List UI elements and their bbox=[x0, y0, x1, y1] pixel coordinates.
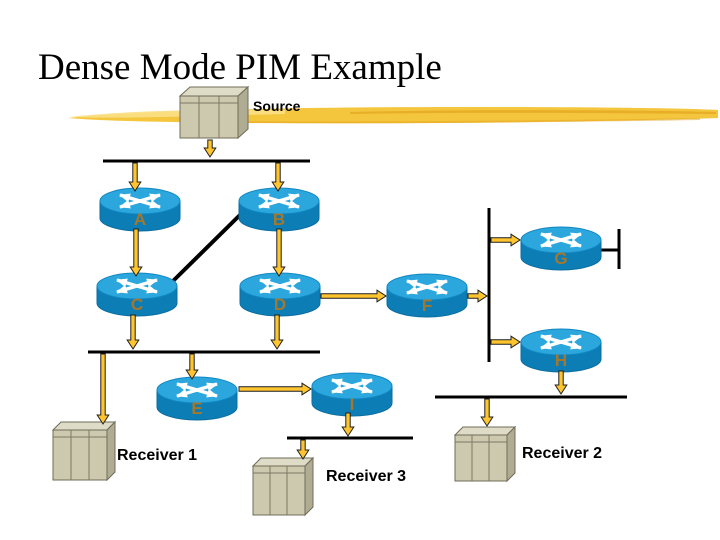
arrow-c-to-lan bbox=[126, 314, 140, 350]
router-b: B bbox=[239, 188, 319, 231]
arrow-lan-to-receiver3 bbox=[296, 439, 310, 460]
receiver-3-host bbox=[251, 456, 315, 517]
arrow-h-to-lan bbox=[554, 370, 568, 395]
arrow-a-to-c bbox=[129, 228, 143, 277]
router-g-label: G bbox=[554, 249, 567, 268]
router-i: I bbox=[312, 373, 392, 416]
arrow-e-to-i bbox=[238, 382, 312, 396]
receiver-2-host bbox=[453, 425, 517, 483]
arrow-i-to-lan bbox=[341, 412, 355, 437]
source-host bbox=[178, 85, 250, 140]
arrow-d-to-f bbox=[320, 289, 387, 303]
arrow-lan-to-e bbox=[185, 353, 199, 380]
router-e-label: E bbox=[191, 399, 202, 418]
router-b-label: B bbox=[273, 210, 285, 229]
link-b-to-c bbox=[170, 208, 247, 284]
receiver-3-label: Receiver 3 bbox=[326, 468, 406, 485]
slide-title: Dense Mode PIM Example bbox=[38, 47, 442, 88]
network-segments bbox=[88, 159, 627, 440]
arrow-lan-to-a bbox=[128, 162, 142, 192]
arrow-d-to-lan bbox=[270, 314, 284, 350]
router-d: D bbox=[240, 273, 320, 316]
router-e: E bbox=[157, 377, 237, 420]
router-g: G bbox=[521, 227, 601, 270]
arrow-lan-to-h bbox=[490, 335, 521, 349]
receiver-1-host bbox=[51, 420, 117, 482]
router-c-label: C bbox=[131, 295, 143, 314]
router-f: F bbox=[387, 274, 467, 317]
arrow-lan-to-b bbox=[271, 162, 285, 192]
flow-arrows bbox=[96, 139, 568, 460]
arrow-source-to-lan bbox=[203, 139, 217, 158]
arrow-lan-to-receiver2 bbox=[480, 398, 494, 427]
receiver-1-label: Receiver 1 bbox=[117, 447, 197, 464]
source-label: Source bbox=[253, 98, 301, 114]
arrow-lan-to-g bbox=[490, 233, 521, 247]
router-a-label: A bbox=[134, 210, 146, 229]
router-i-label: I bbox=[350, 395, 355, 414]
receiver-2-label: Receiver 2 bbox=[522, 445, 602, 462]
router-d-label: D bbox=[274, 295, 286, 314]
arrow-f-to-lan bbox=[467, 289, 488, 303]
router-c: C bbox=[97, 273, 177, 316]
router-h: H bbox=[521, 329, 601, 372]
router-a: A bbox=[100, 188, 180, 231]
router-f-label: F bbox=[422, 296, 432, 315]
arrow-lan-to-receiver1 bbox=[96, 353, 110, 425]
highlight-brush-stroke bbox=[68, 107, 718, 124]
arrow-b-to-d bbox=[272, 228, 286, 277]
router-h-label: H bbox=[555, 351, 567, 370]
